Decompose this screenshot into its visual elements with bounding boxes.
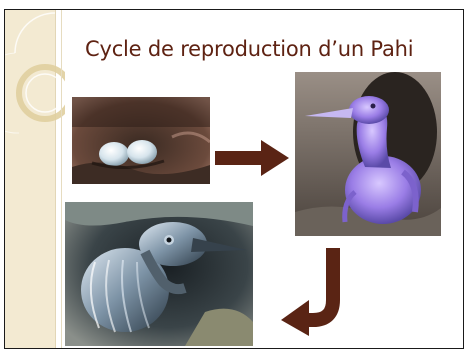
slide: Cycle de reproduction d’un Pahi — [4, 9, 464, 349]
eggs-photo — [72, 97, 210, 184]
arrow-down-left-icon — [281, 248, 351, 336]
sidebar-decoration — [5, 10, 56, 348]
hatchling-photo — [295, 72, 441, 236]
sidebar-divider — [61, 10, 62, 348]
feathered-chick-photo — [65, 202, 253, 346]
arrow-right-icon — [215, 140, 289, 176]
slide-title: Cycle de reproduction d’un Pahi — [85, 37, 455, 61]
decorative-arcs — [5, 10, 65, 348]
